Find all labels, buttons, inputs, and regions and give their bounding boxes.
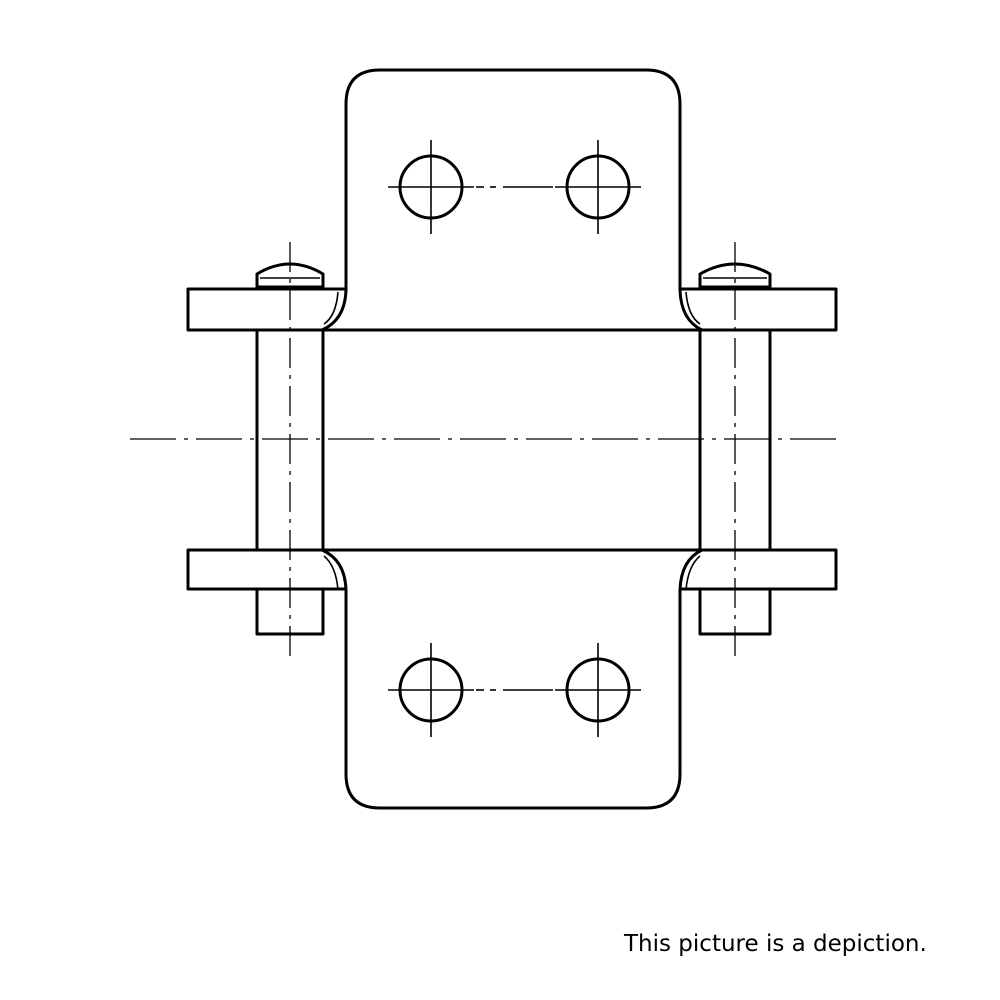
- depiction-caption: This picture is a depiction.: [624, 931, 927, 957]
- upper-tab-bend-right: [685, 291, 701, 325]
- upper-attachment-tab: [320, 68, 704, 332]
- right-rivet-head-top: [698, 262, 772, 289]
- lower-tab-bend-right: [685, 555, 701, 591]
- left-rivet-head-top: [255, 262, 325, 289]
- lower-tab-bend-left: [323, 555, 339, 591]
- roller-body: [321, 328, 702, 552]
- lower-attachment-tab: [320, 548, 704, 810]
- upper-tab-bend-left: [323, 291, 339, 325]
- hole-center-marks: [388, 140, 641, 737]
